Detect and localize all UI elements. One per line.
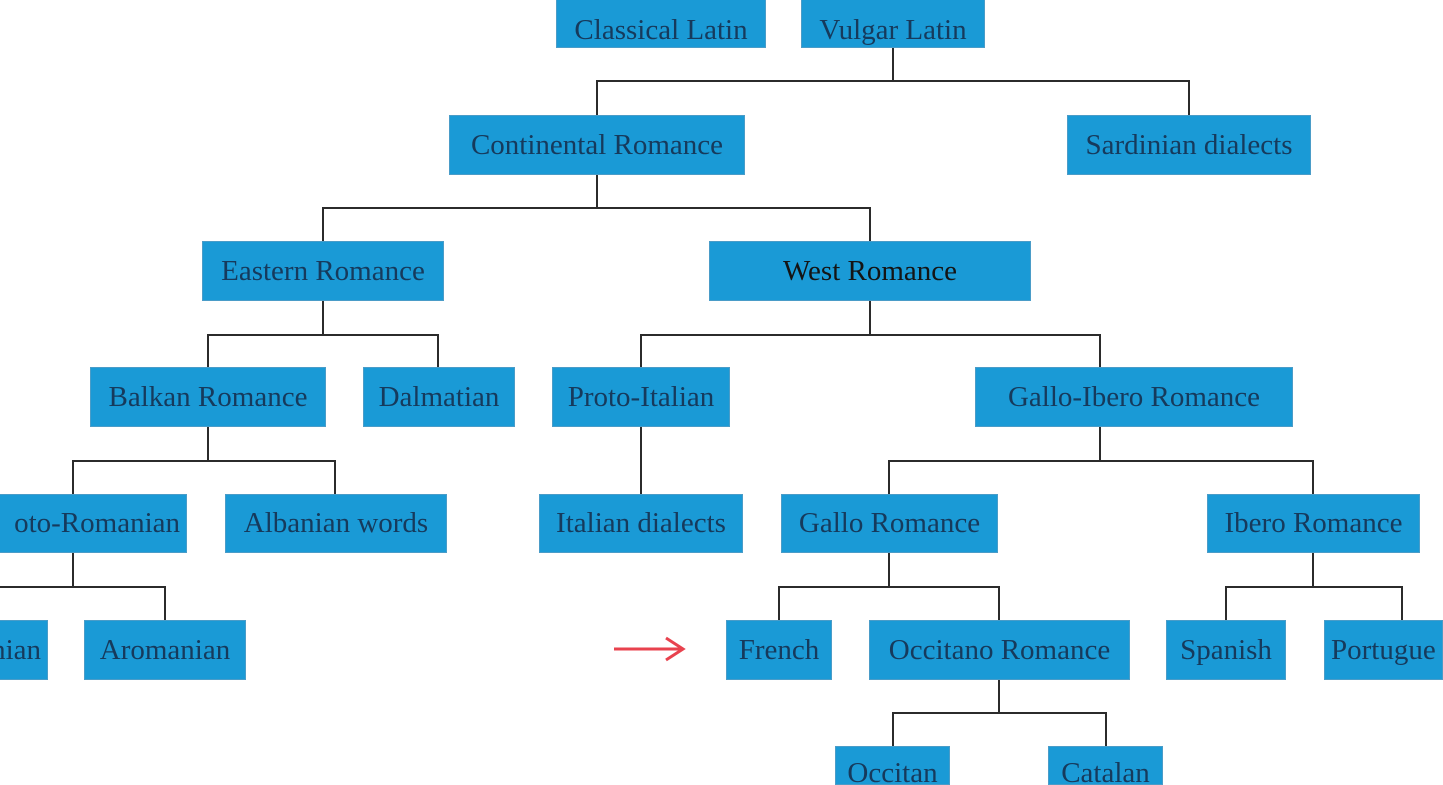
node-vulgar-latin[interactable]: Vulgar Latin xyxy=(801,0,985,48)
node-dalmatian[interactable]: Dalmatian xyxy=(363,367,515,427)
node-continental-romance[interactable]: Continental Romance xyxy=(449,115,745,175)
node-occitano-romance[interactable]: Occitano Romance xyxy=(869,620,1130,680)
node-occitan[interactable]: Occitan xyxy=(835,746,950,785)
node-aromanian[interactable]: Aromanian xyxy=(84,620,246,680)
node-sardinian-dialects[interactable]: Sardinian dialects xyxy=(1067,115,1311,175)
node-albanian-words[interactable]: Albanian words xyxy=(225,494,447,553)
node-italian-dialects[interactable]: Italian dialects xyxy=(539,494,743,553)
node-spanish[interactable]: Spanish xyxy=(1166,620,1286,680)
node-proto-italian[interactable]: Proto-Italian xyxy=(552,367,730,427)
node-ibero-romance[interactable]: Ibero Romance xyxy=(1207,494,1420,553)
node-gallo-romance[interactable]: Gallo Romance xyxy=(781,494,998,553)
node-romanian[interactable]: nian xyxy=(0,620,48,680)
node-catalan[interactable]: Catalan xyxy=(1048,746,1163,785)
node-french[interactable]: French xyxy=(726,620,832,680)
node-eastern-romance[interactable]: Eastern Romance xyxy=(202,241,444,301)
right-arrow-icon xyxy=(614,636,686,662)
node-portuguese[interactable]: Portugue xyxy=(1324,620,1443,680)
node-classical-latin[interactable]: Classical Latin xyxy=(556,0,766,48)
node-gallo-ibero-romance[interactable]: Gallo-Ibero Romance xyxy=(975,367,1293,427)
node-proto-romanian[interactable]: oto-Romanian xyxy=(0,494,187,553)
node-west-romance[interactable]: West Romance xyxy=(709,241,1031,301)
node-balkan-romance[interactable]: Balkan Romance xyxy=(90,367,326,427)
